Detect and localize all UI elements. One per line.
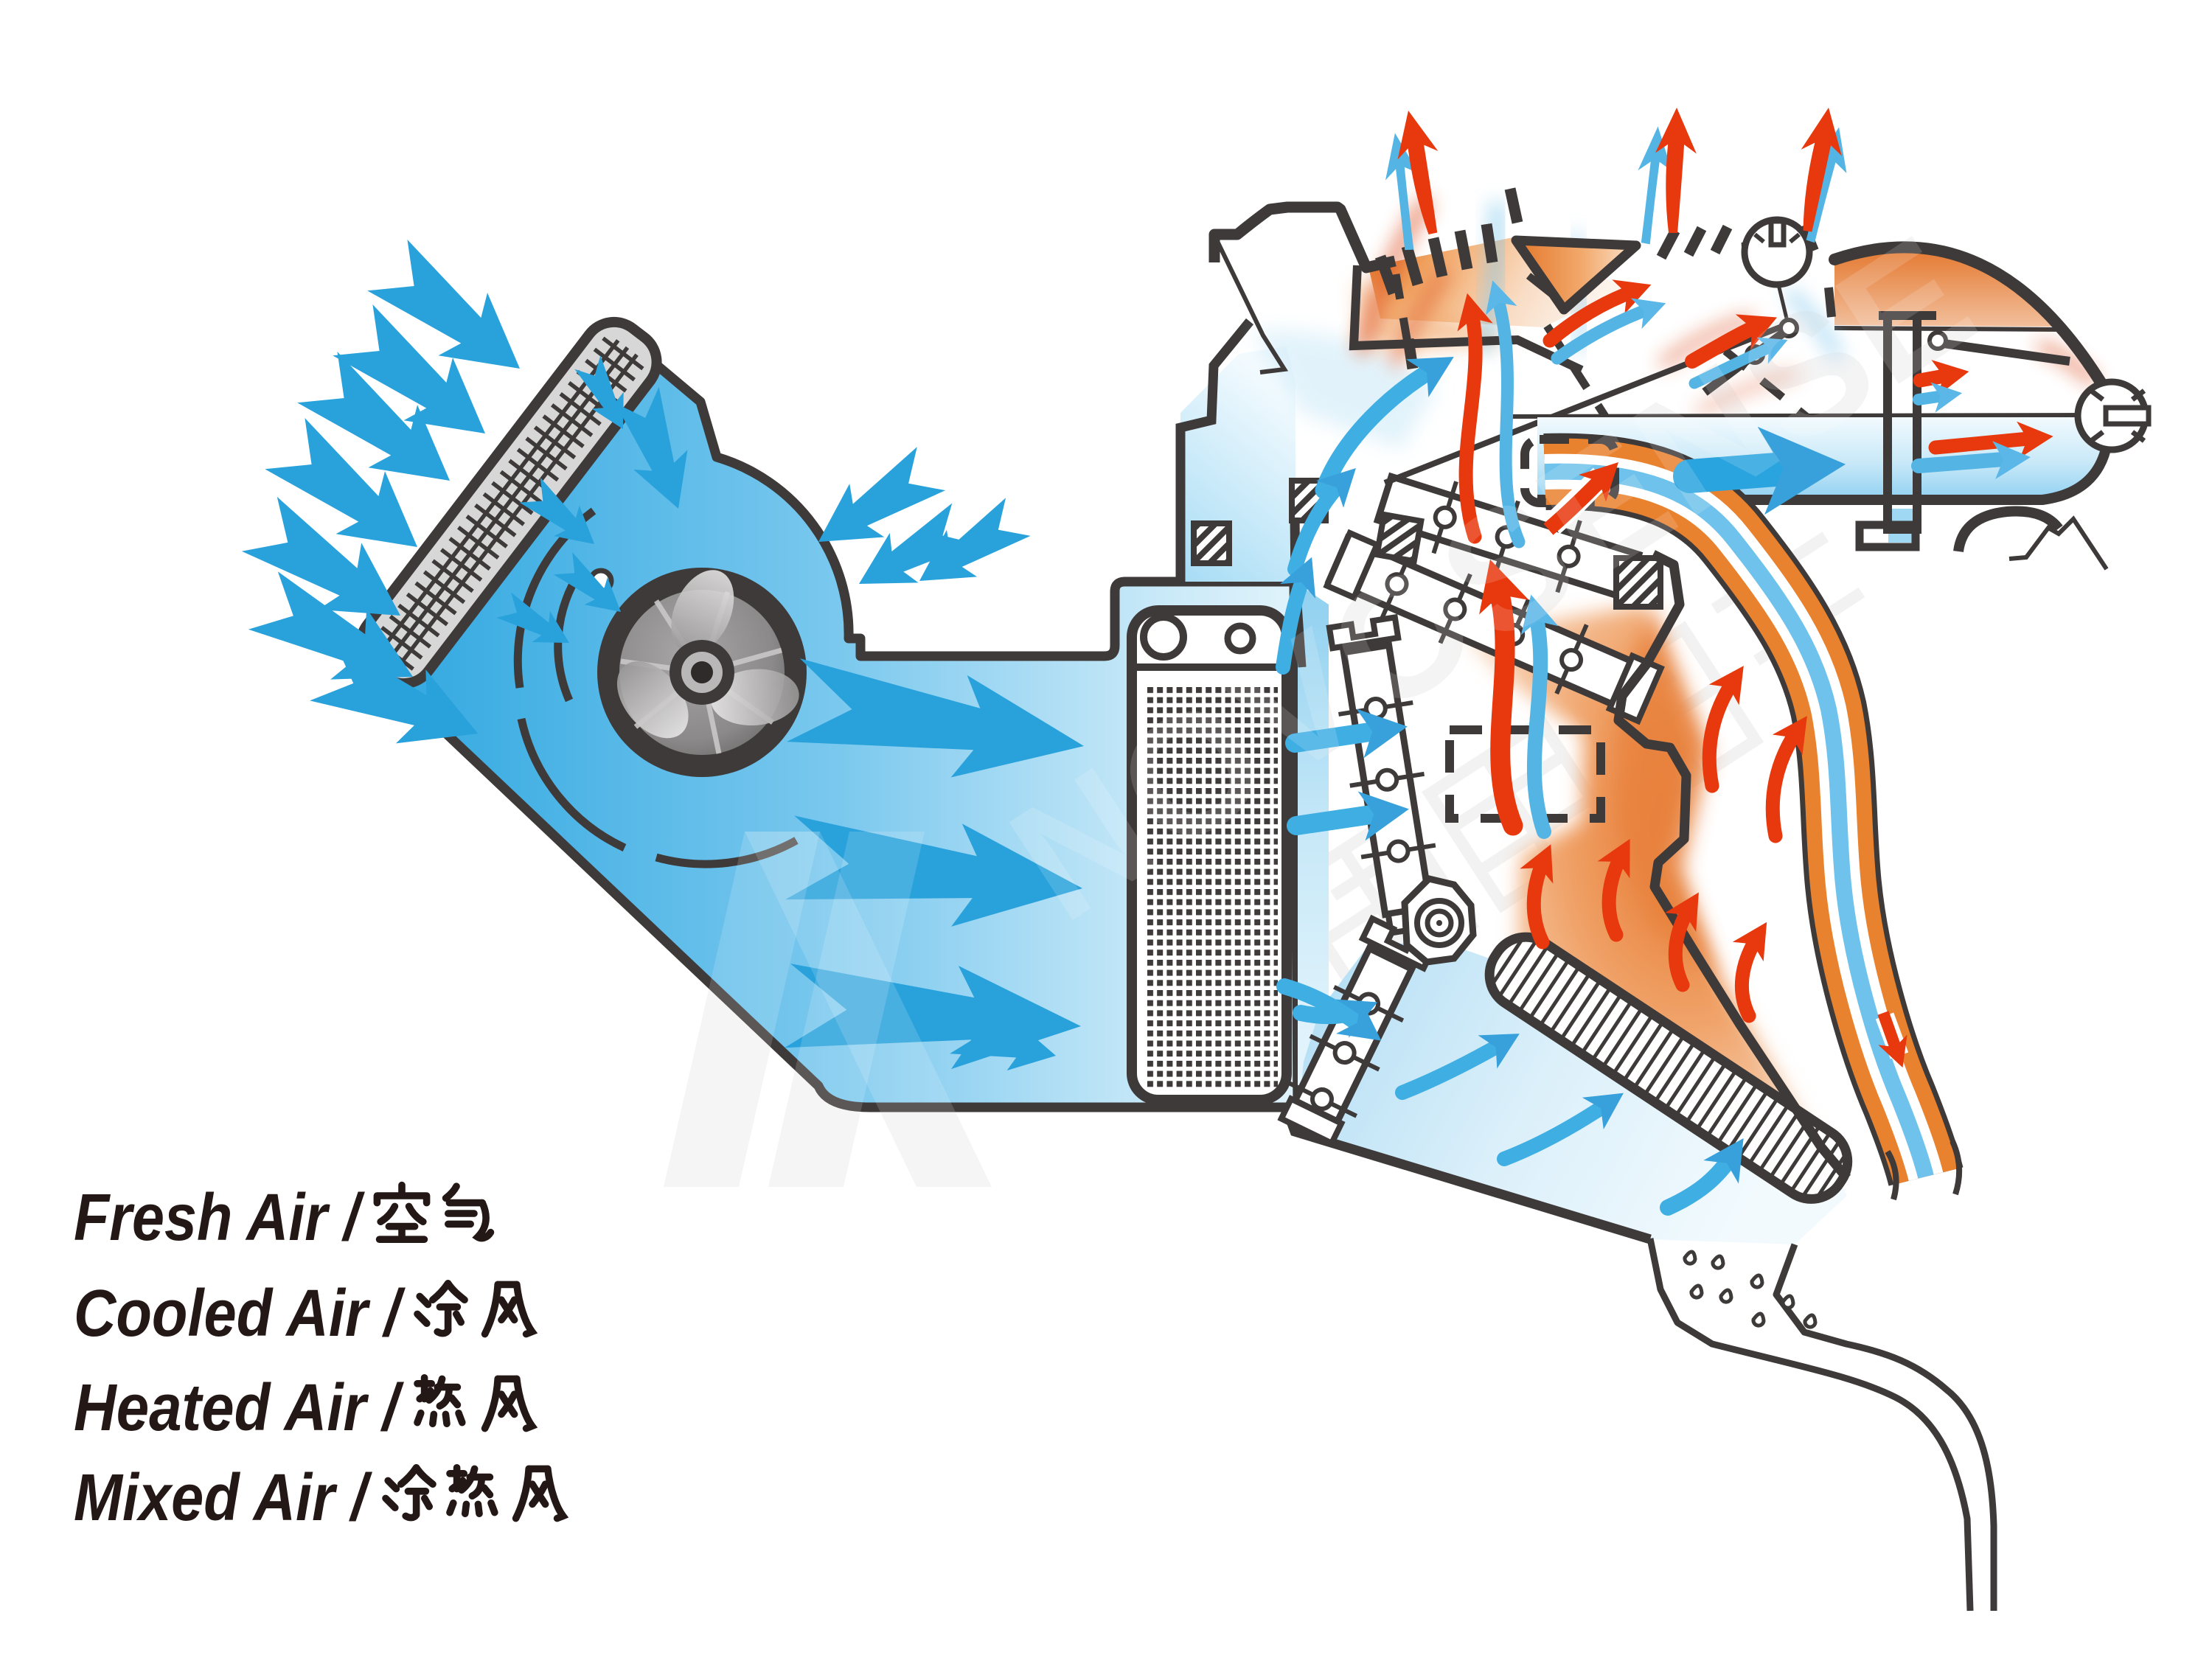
svg-text:Cooled Air /: Cooled Air /: [74, 1277, 406, 1351]
svg-text:Fresh Air /: Fresh Air /: [74, 1181, 365, 1255]
svg-text:Heated Air /: Heated Air /: [74, 1371, 404, 1445]
svg-text:Mixed Air /: Mixed Air /: [74, 1461, 372, 1535]
